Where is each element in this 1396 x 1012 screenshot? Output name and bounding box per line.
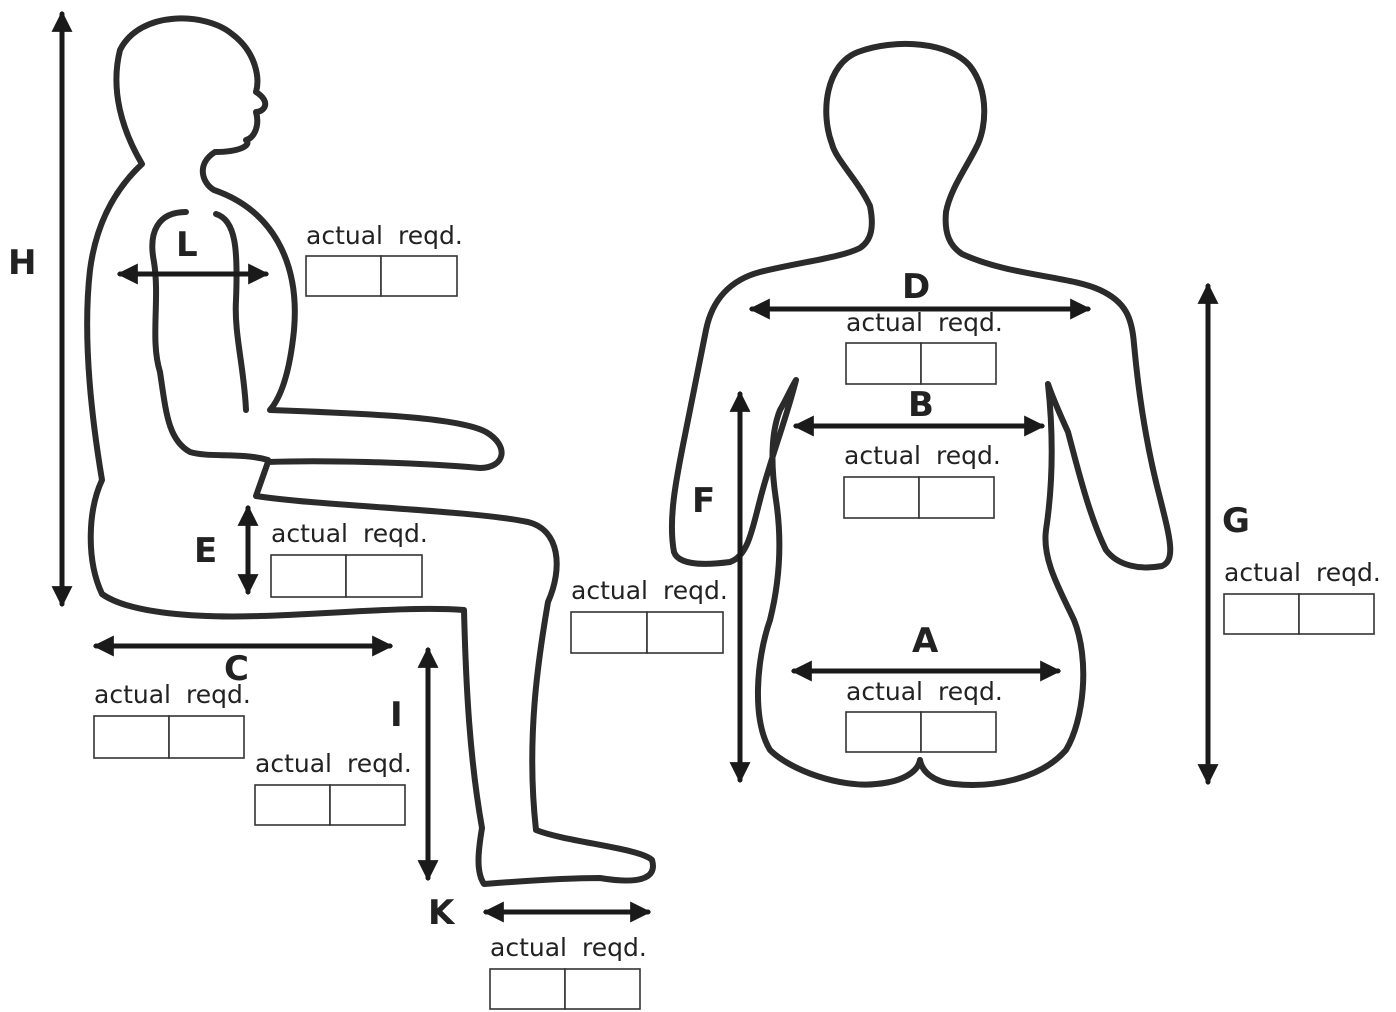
label-k: K	[428, 893, 456, 933]
field-a-reqd-input[interactable]	[921, 712, 996, 752]
field-b-reqd-header: reqd.	[936, 441, 1001, 470]
field-i-reqd-input[interactable]	[330, 785, 405, 825]
field-c-reqd-header: reqd.	[186, 680, 251, 709]
field-e-reqd-header: reqd.	[363, 519, 428, 548]
field-e-reqd-input[interactable]	[346, 555, 422, 597]
field-a-reqd-header: reqd.	[938, 677, 1003, 706]
field-d-actual-header: actual	[846, 308, 923, 337]
label-d: D	[902, 267, 930, 307]
field-d-reqd-input[interactable]	[921, 343, 996, 384]
field-k-actual-header: actual	[490, 933, 567, 962]
field-b-actual-header: actual	[844, 441, 921, 470]
field-g-actual-header: actual	[1224, 558, 1301, 587]
field-k-reqd-header: reqd.	[582, 933, 647, 962]
field-c-reqd-input[interactable]	[169, 716, 244, 758]
field-e-actual-input[interactable]	[271, 555, 346, 597]
field-g-reqd-input[interactable]	[1299, 594, 1374, 634]
field-g: actual reqd.	[1224, 558, 1381, 634]
label-g: G	[1222, 501, 1250, 541]
field-i-actual-header: actual	[255, 749, 332, 778]
field-l-reqd-input[interactable]	[381, 256, 457, 296]
field-a-actual-input[interactable]	[846, 712, 921, 752]
label-e: E	[194, 531, 217, 571]
label-a: A	[912, 621, 939, 661]
field-g-actual-input[interactable]	[1224, 594, 1299, 634]
field-e: actual reqd.	[271, 519, 428, 597]
field-l-reqd-header: reqd.	[398, 221, 463, 250]
field-k-reqd-input[interactable]	[565, 969, 640, 1009]
field-a: actual reqd.	[846, 677, 1003, 752]
field-f-reqd-header: reqd.	[663, 576, 728, 605]
field-l-actual-header: actual	[306, 221, 383, 250]
field-d-reqd-header: reqd.	[938, 308, 1003, 337]
field-i: actual reqd.	[255, 749, 412, 825]
field-c: actual reqd.	[94, 680, 251, 758]
side-arm-outline	[152, 212, 268, 460]
field-b: actual reqd.	[844, 441, 1001, 518]
field-i-reqd-header: reqd.	[347, 749, 412, 778]
field-b-reqd-input[interactable]	[919, 477, 994, 518]
field-d: actual reqd.	[846, 308, 1003, 384]
field-f-actual-input[interactable]	[571, 612, 647, 653]
field-c-actual-input[interactable]	[94, 716, 169, 758]
field-f-reqd-input[interactable]	[647, 612, 723, 653]
label-i: I	[390, 695, 403, 735]
label-h: H	[8, 243, 36, 283]
field-d-actual-input[interactable]	[846, 343, 921, 384]
field-l-actual-input[interactable]	[306, 256, 381, 296]
field-l: actual reqd.	[306, 221, 463, 296]
field-k: actual reqd.	[490, 933, 647, 1009]
field-k-actual-input[interactable]	[490, 969, 565, 1009]
label-b: B	[908, 385, 934, 425]
field-g-reqd-header: reqd.	[1316, 558, 1381, 587]
field-b-actual-input[interactable]	[844, 477, 919, 518]
label-l: L	[176, 225, 198, 265]
field-e-actual-header: actual	[271, 519, 348, 548]
field-a-actual-header: actual	[846, 677, 923, 706]
field-f: actual reqd.	[571, 576, 728, 653]
field-c-actual-header: actual	[94, 680, 171, 709]
field-i-actual-input[interactable]	[255, 785, 330, 825]
field-f-actual-header: actual	[571, 576, 648, 605]
label-f: F	[692, 481, 715, 521]
